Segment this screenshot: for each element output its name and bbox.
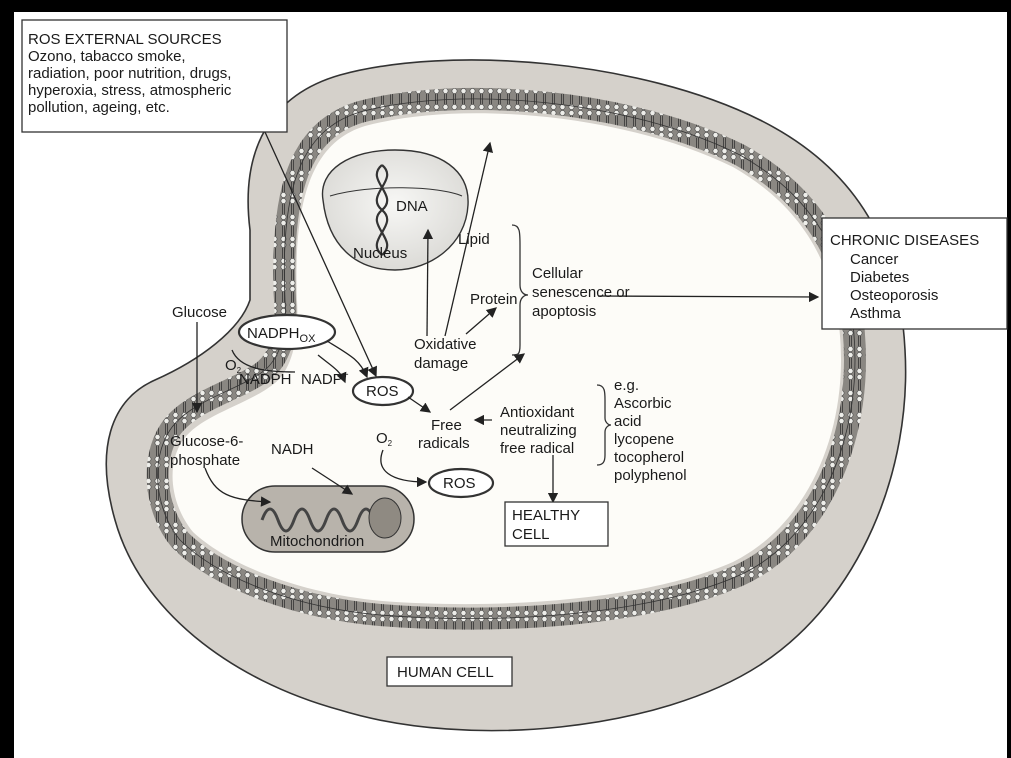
ros-external-line-3: hyperoxia, stress, atmospheric <box>28 82 232 99</box>
healthy-label-2: CELL <box>512 526 550 543</box>
glucose6-label-2: phosphate <box>170 452 240 469</box>
free-label-2: radicals <box>418 435 470 452</box>
cellular-label-3: apoptosis <box>532 303 596 320</box>
protein-label: Protein <box>470 291 518 308</box>
chronic-item-diabetes: Diabetes <box>850 269 909 286</box>
nadp-label: NADP+ <box>301 370 349 388</box>
ros-external-line-1: Ozono, tabacco smoke, <box>28 48 186 65</box>
dna-label: DNA <box>396 198 428 215</box>
ros-external-line-4: pollution, ageing, etc. <box>28 99 170 116</box>
ros-label-2: ROS <box>443 475 476 492</box>
eg-label-4: lycopene <box>614 431 674 448</box>
glucose-label: Glucose <box>172 304 227 321</box>
antiox-label-2: neutralizing <box>500 422 577 439</box>
lipid-label: Lipid <box>458 231 490 248</box>
free-label-1: Free <box>431 417 462 434</box>
chronic-title: CHRONIC DISEASES <box>830 232 979 249</box>
damage-label: damage <box>414 355 468 372</box>
chronic-item-osteoporosis: Osteoporosis <box>850 287 938 304</box>
glucose6-label-1: Glucose-6- <box>170 433 243 450</box>
cellular-label-1: Cellular <box>532 265 583 282</box>
antiox-label-3: free radical <box>500 440 574 457</box>
eg-label-3: acid <box>614 413 642 430</box>
mitochondrion-label: Mitochondrion <box>270 533 364 550</box>
chronic-item-cancer: Cancer <box>850 251 898 268</box>
eg-label-6: polyphenol <box>614 467 687 484</box>
nadph-label: NADPH <box>239 371 292 388</box>
chronic-item-asthma: Asthma <box>850 305 902 322</box>
ros-external-line-2: radiation, poor nutrition, drugs, <box>28 65 231 82</box>
eg-label-2: Ascorbic <box>614 395 672 412</box>
antiox-label-1: Antioxidant <box>500 404 575 421</box>
human-cell-label: HUMAN CELL <box>397 664 494 681</box>
ros-external-title: ROS EXTERNAL SOURCES <box>28 31 222 48</box>
ros-label-1: ROS <box>366 383 399 400</box>
healthy-label-1: HEALTHY <box>512 507 580 524</box>
nadh-label: NADH <box>271 441 314 458</box>
cellular-label-2: senescence or <box>532 284 630 301</box>
oxidative-label: Oxidative <box>414 336 477 353</box>
nucleus-label: Nucleus <box>353 245 407 262</box>
eg-label-5: tocopherol <box>614 449 684 466</box>
eg-label-1: e.g. <box>614 377 639 394</box>
